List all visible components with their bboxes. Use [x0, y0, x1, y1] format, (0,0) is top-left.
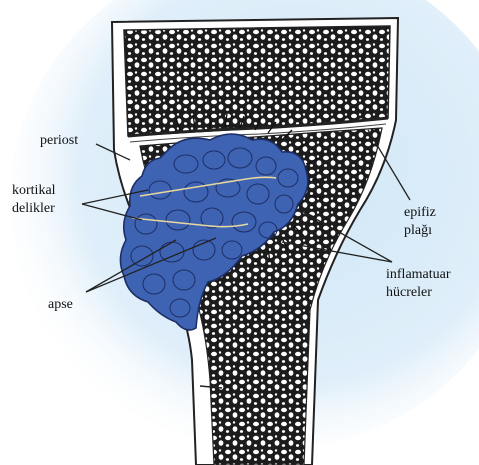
label-apse: apse — [48, 296, 73, 313]
label-inflamatuar-line2: hücreler — [386, 284, 432, 301]
label-epifiz-line2: plağı — [404, 222, 432, 239]
label-periost: periost — [40, 132, 78, 149]
label-inflamatuar-line1: inflamatuar — [386, 266, 451, 283]
label-epifiz-line1: epifiz — [404, 204, 436, 221]
label-kortikal-line1: kortikal — [12, 182, 56, 199]
label-kortikal-line2: delikler — [12, 200, 55, 217]
